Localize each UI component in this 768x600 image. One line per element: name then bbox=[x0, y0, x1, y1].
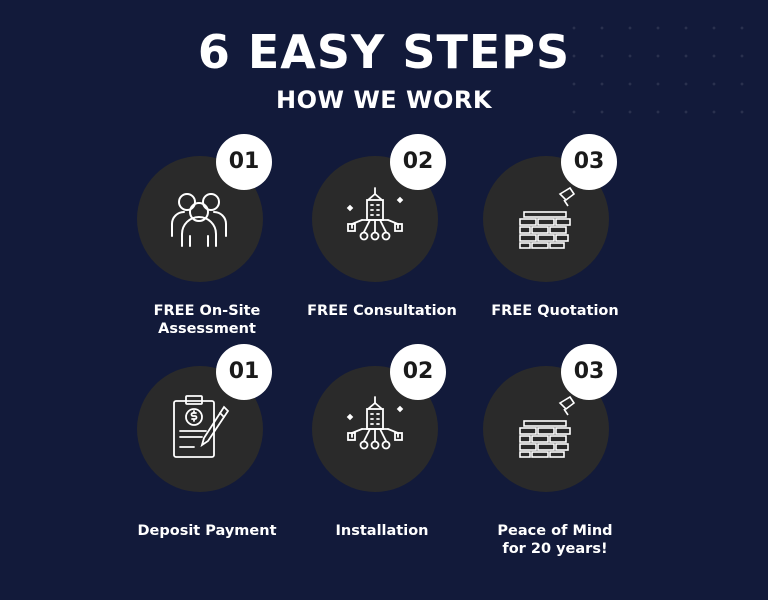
step-label: Installation bbox=[335, 523, 429, 539]
step-number-badge: 02 bbox=[390, 134, 446, 190]
step-number-badge: 01 bbox=[216, 344, 272, 400]
step-number-badge: 03 bbox=[561, 344, 617, 400]
brick-wall-trowel-icon bbox=[519, 395, 576, 458]
brick-wall-trowel-icon bbox=[519, 186, 576, 249]
step-number-badge: 03 bbox=[561, 134, 617, 190]
building-network-icon bbox=[346, 396, 404, 450]
step-number-badge: 01 bbox=[216, 134, 272, 190]
step-label: FREE Consultation bbox=[307, 303, 457, 319]
people-group-icon bbox=[171, 193, 227, 247]
step-label: FREE Quotation bbox=[491, 303, 619, 319]
step-number-badge: 02 bbox=[390, 344, 446, 400]
page-title: 6 EASY STEPS bbox=[197, 25, 571, 79]
step-label: Peace of Mind for 20 years! bbox=[497, 523, 613, 557]
page-subtitle: HOW WE WORK bbox=[276, 86, 492, 114]
building-network-icon bbox=[346, 187, 404, 241]
step-label: Deposit Payment bbox=[137, 523, 277, 539]
clipboard-pen-icon bbox=[173, 395, 230, 458]
step-label: FREE On-Site Assessment bbox=[153, 303, 261, 337]
decorative-dot-grid bbox=[560, 14, 760, 114]
